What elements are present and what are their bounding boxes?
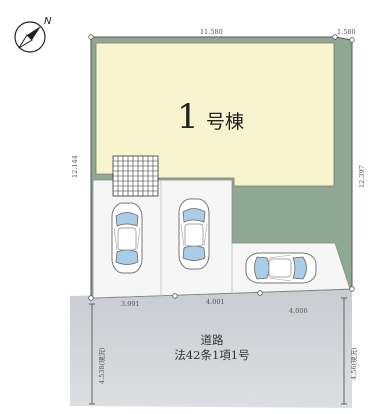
svg-text:4.56(現況): 4.56(現況) (349, 347, 358, 380)
road-dimension-left: 4.538(現況) (89, 303, 106, 405)
dim-left-side: 12.144 (71, 155, 79, 178)
road (70, 289, 352, 408)
road-classification: 法42条1項1号 (174, 348, 249, 362)
dim-bottom-3: 4.006 (289, 307, 308, 315)
svg-text:4.538(現況): 4.538(現況) (97, 347, 106, 384)
compass-label: N (44, 16, 52, 27)
dim-bottom-2: 4.001 (206, 298, 225, 306)
dim-right-side: 12.397 (358, 165, 366, 188)
deck-grid (112, 155, 159, 197)
car-2 (178, 198, 210, 270)
car-3 (245, 252, 317, 284)
dim-top-left: 11.580 (200, 28, 223, 36)
building-label: 号棟 (206, 111, 244, 133)
boundary-markers (88, 34, 355, 301)
road-label: 道路 (201, 333, 224, 347)
car-1 (111, 202, 143, 274)
compass-icon: N (14, 16, 52, 53)
dim-bottom-1: 3.991 (121, 300, 140, 308)
building-number: 1 (177, 97, 199, 137)
road-dimension-right: 4.56(現況) (341, 297, 358, 405)
dim-top-right: 1.580 (337, 28, 356, 36)
